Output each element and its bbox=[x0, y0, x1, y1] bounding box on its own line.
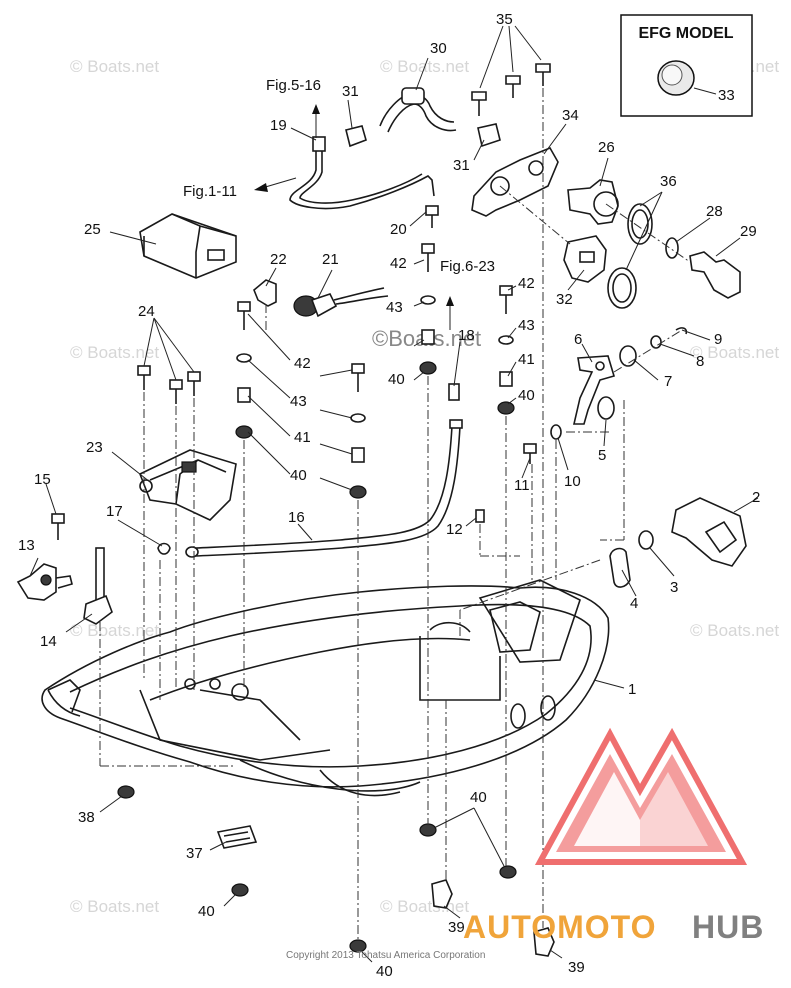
callout-26: 26 bbox=[598, 139, 615, 156]
leader-lines bbox=[29, 25, 759, 963]
watermark: © Boats.net bbox=[70, 57, 159, 76]
callout-25: 25 bbox=[84, 221, 101, 238]
callout-2: 2 bbox=[752, 489, 760, 506]
callout-41: 41 bbox=[518, 351, 535, 368]
callout-35: 35 bbox=[496, 11, 513, 28]
callout-31: 31 bbox=[342, 83, 359, 100]
callout-40: 40 bbox=[290, 467, 307, 484]
callout-21: 21 bbox=[322, 251, 339, 268]
watermark-layer: © Boats.net © Boats.net © Boats.net © Bo… bbox=[70, 57, 779, 916]
watermark: © Boats.net bbox=[380, 897, 469, 916]
callout-42: 42 bbox=[518, 275, 535, 292]
callout-38: 38 bbox=[78, 809, 95, 826]
callout-8: 8 bbox=[696, 353, 704, 370]
callout-29: 29 bbox=[740, 223, 757, 240]
callout-42: 42 bbox=[390, 255, 407, 272]
efg-model-title: EFG MODEL bbox=[638, 25, 733, 42]
callout-30: 30 bbox=[430, 40, 447, 57]
callout-1: 1 bbox=[628, 681, 636, 698]
callout-41: 41 bbox=[294, 429, 311, 446]
callout-40: 40 bbox=[198, 903, 215, 920]
callout-33: 33 bbox=[718, 87, 735, 104]
watermark: © Boats.net bbox=[690, 343, 779, 362]
callout-20: 20 bbox=[390, 221, 407, 238]
callout-18: 18 bbox=[458, 327, 475, 344]
callout-36: 36 bbox=[660, 173, 677, 190]
callout-16: 16 bbox=[288, 509, 305, 526]
copyright-text: Copyright 2013 Tohatsu America Corporati… bbox=[286, 950, 485, 961]
callout-5: 5 bbox=[598, 447, 606, 464]
efg-model-box: EFG MODEL 33 bbox=[620, 14, 753, 117]
ref-fig-1-11: Fig.1-11 bbox=[183, 183, 237, 200]
callout-4: 4 bbox=[630, 595, 638, 612]
callout-40: 40 bbox=[470, 789, 487, 806]
callout-32: 32 bbox=[556, 291, 573, 308]
callout-11: 11 bbox=[514, 477, 530, 494]
callout-23: 23 bbox=[86, 439, 103, 456]
callout-17: 17 bbox=[106, 503, 123, 520]
reference-arrows: Fig.5-16 Fig.1-11 Fig.6-23 bbox=[183, 77, 495, 330]
logo-text-hub: HUB bbox=[692, 909, 764, 945]
watermark: © Boats.net bbox=[70, 621, 159, 640]
callout-37: 37 bbox=[186, 845, 203, 862]
callout-24: 24 bbox=[138, 303, 155, 320]
callout-13: 13 bbox=[18, 537, 35, 554]
callout-40: 40 bbox=[376, 963, 393, 980]
callout-40: 40 bbox=[388, 371, 405, 388]
upper-parts bbox=[16, 63, 747, 957]
bottom-cowl-part bbox=[41, 579, 610, 797]
callout-39: 39 bbox=[448, 919, 465, 936]
callout-6: 6 bbox=[574, 331, 582, 348]
callout-34: 34 bbox=[562, 107, 579, 124]
callout-28: 28 bbox=[706, 203, 723, 220]
callout-15: 15 bbox=[34, 471, 51, 488]
callout-19: 19 bbox=[270, 117, 287, 134]
ref-fig-6-23: Fig.6-23 bbox=[440, 258, 495, 275]
logo-text-automoto: AUTOMOTO bbox=[463, 909, 656, 945]
automotohub-logo: AUTOMOTO HUB bbox=[463, 727, 764, 945]
watermark: © Boats.net bbox=[690, 621, 779, 640]
callout-10: 10 bbox=[564, 473, 581, 490]
callout-labels: 35 30 31 19 31 34 26 36 28 29 32 25 20 2… bbox=[18, 11, 760, 980]
callout-22: 22 bbox=[270, 251, 287, 268]
assembly-lines bbox=[99, 88, 691, 940]
callout-3: 3 bbox=[670, 579, 678, 596]
watermark: © Boats.net bbox=[70, 897, 159, 916]
callout-7: 7 bbox=[664, 373, 672, 390]
watermark: © Boats.net bbox=[70, 343, 159, 362]
callout-14: 14 bbox=[40, 633, 57, 650]
callout-9: 9 bbox=[714, 331, 722, 348]
callout-39: 39 bbox=[568, 959, 585, 976]
callout-43: 43 bbox=[518, 317, 535, 334]
callout-12: 12 bbox=[446, 521, 463, 538]
callout-42: 42 bbox=[294, 355, 311, 372]
callout-40: 40 bbox=[518, 387, 535, 404]
callout-43: 43 bbox=[386, 299, 403, 316]
callout-31: 31 bbox=[453, 157, 470, 174]
callout-43: 43 bbox=[290, 393, 307, 410]
ref-fig-5-16: Fig.5-16 bbox=[266, 77, 321, 94]
